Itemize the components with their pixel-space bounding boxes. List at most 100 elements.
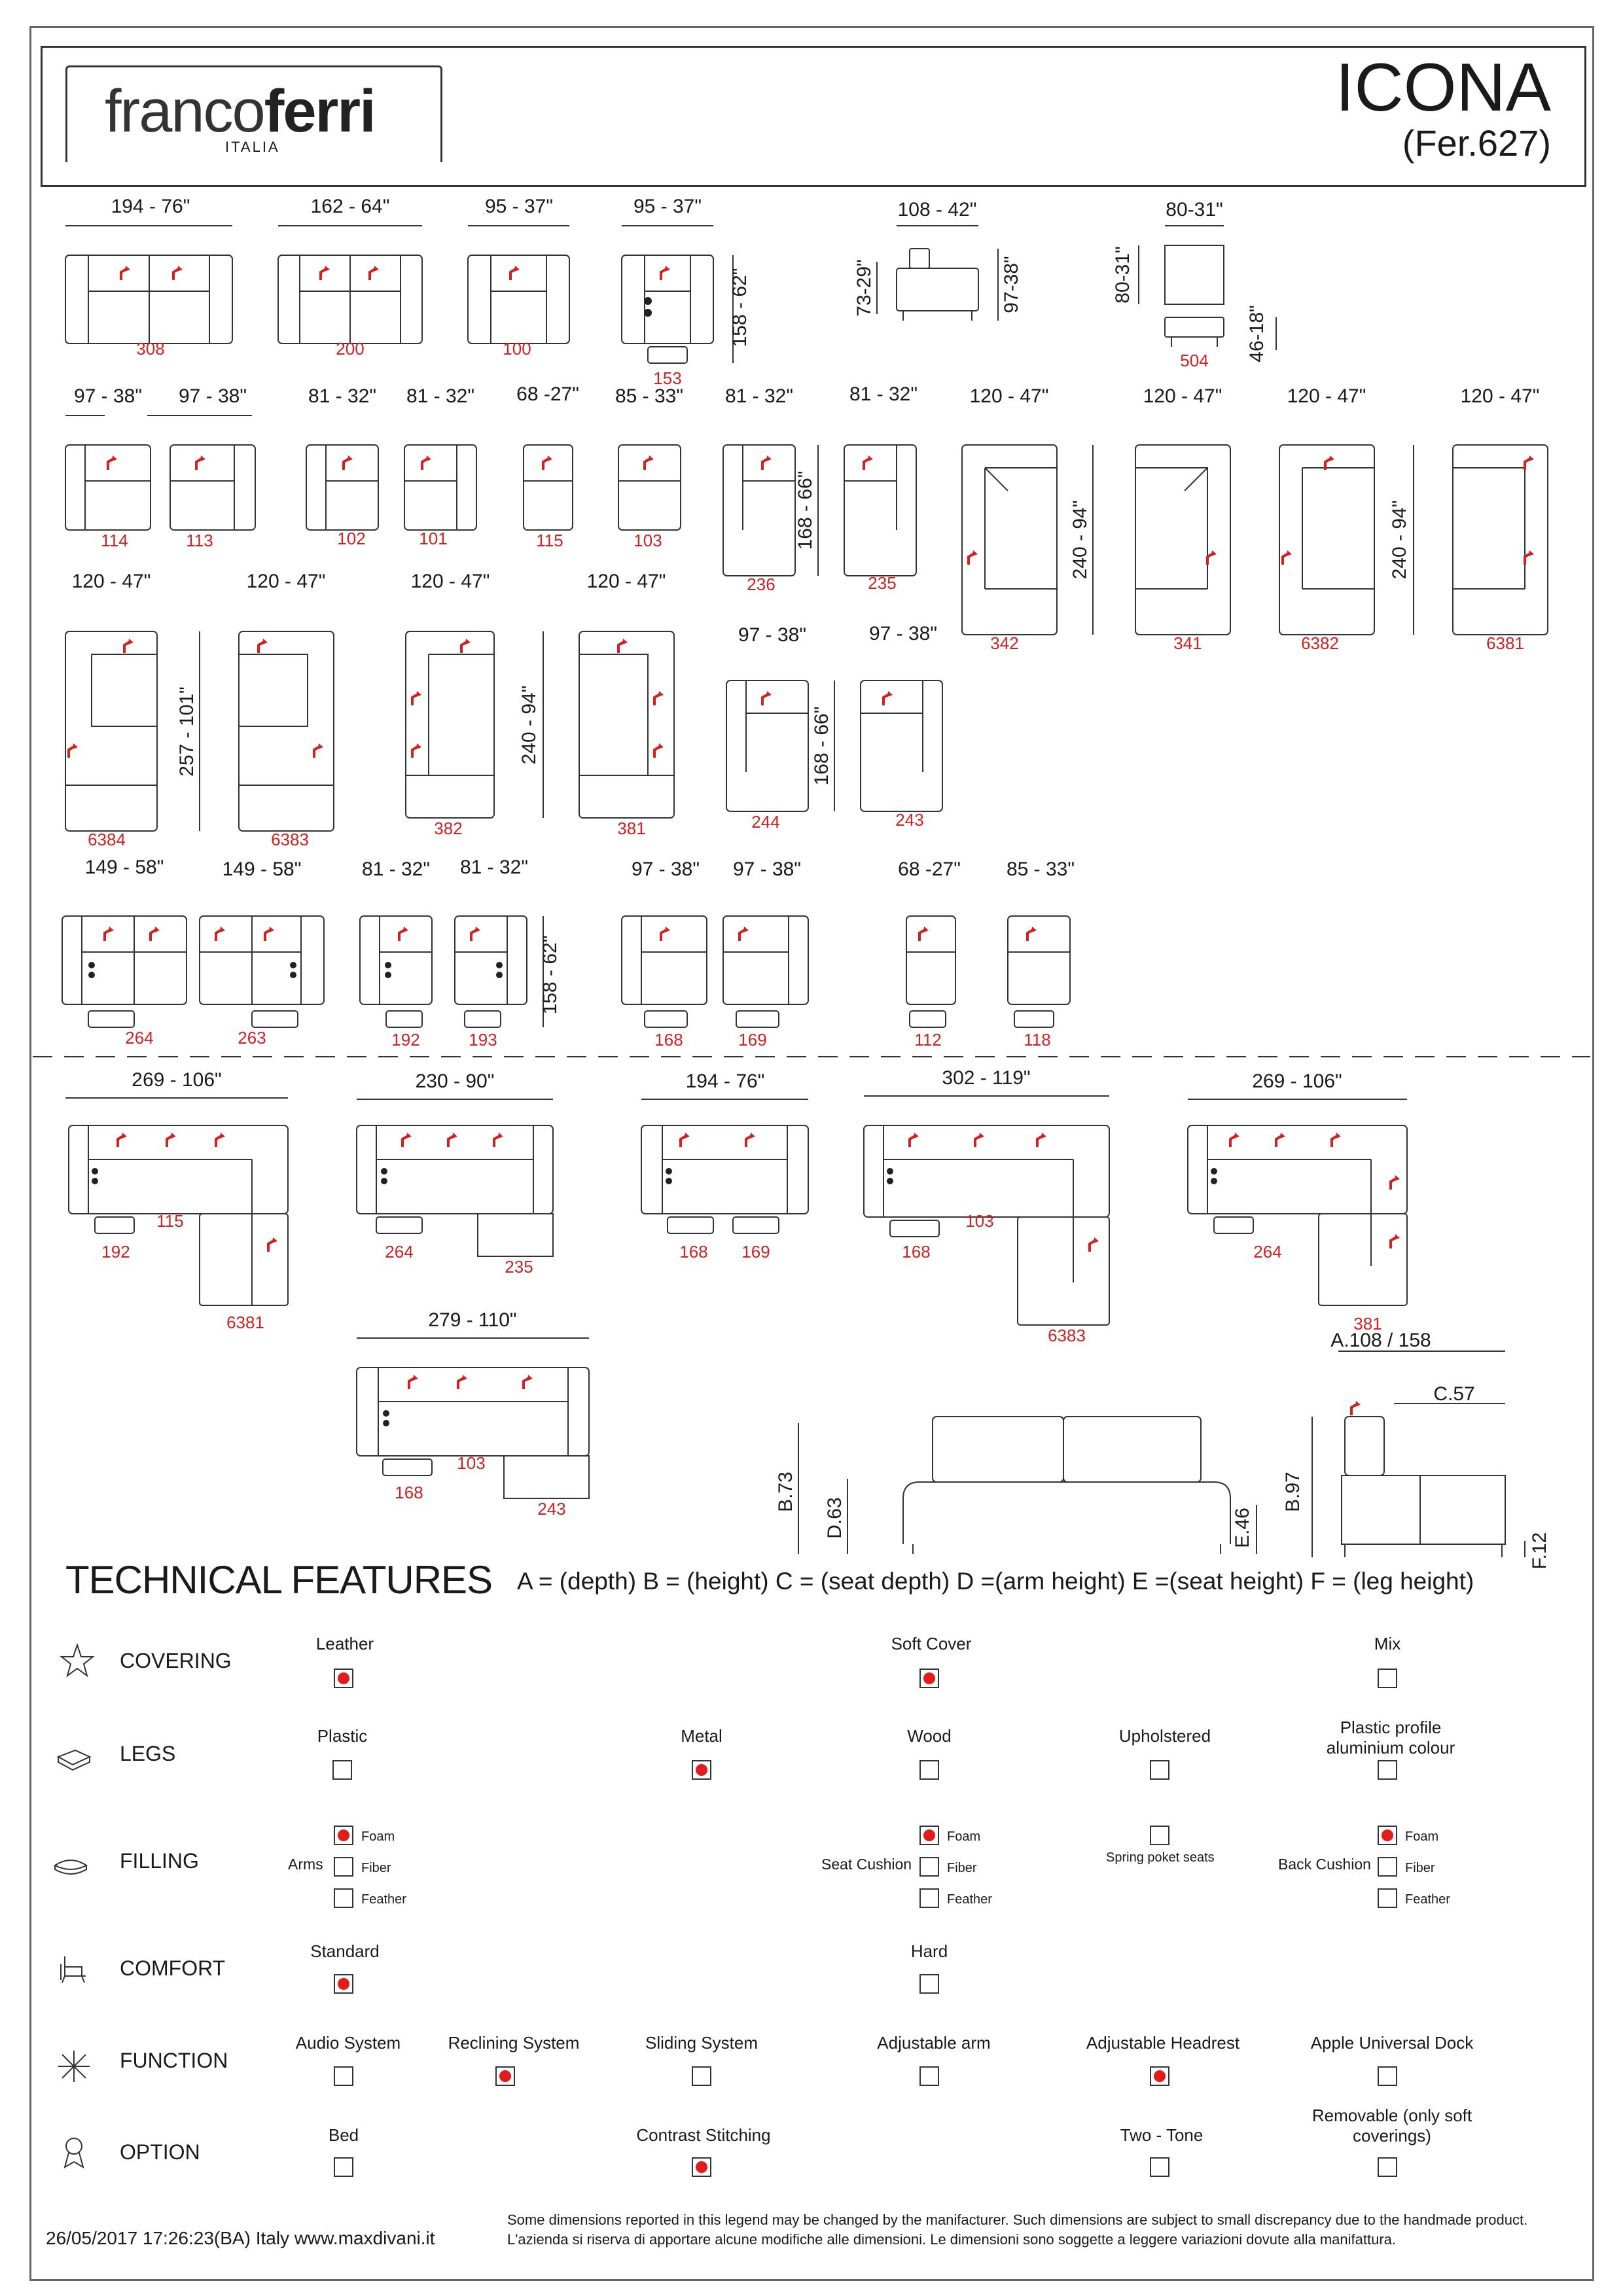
dim-342: 120 - 47" bbox=[970, 385, 1049, 407]
covering-softcover-label: Soft Cover bbox=[891, 1634, 972, 1653]
comfort-hard-checkbox[interactable] bbox=[919, 1974, 939, 1994]
dim-169: 97 - 38" bbox=[733, 858, 801, 880]
code-342: 342 bbox=[990, 633, 1018, 653]
option-removable-checkbox[interactable] bbox=[1378, 2157, 1397, 2177]
code-100: 100 bbox=[503, 339, 531, 359]
covering-mix-checkbox[interactable] bbox=[1378, 1669, 1397, 1688]
legs-upholstered-checkbox[interactable] bbox=[1150, 1760, 1169, 1780]
dim-100: 95 - 37" bbox=[485, 196, 553, 217]
function-reclining-label: Reclining System bbox=[448, 2033, 580, 2053]
legs-wood-checkbox[interactable] bbox=[919, 1760, 939, 1780]
dim-193: 81 - 32" bbox=[460, 857, 528, 878]
comfort-standard-checkbox[interactable] bbox=[334, 1974, 353, 1994]
seat-foam-checkbox[interactable] bbox=[919, 1826, 939, 1845]
legs-plastic-profile-label: Plastic profile aluminium colour bbox=[1326, 1718, 1455, 1757]
code-193: 193 bbox=[469, 1030, 497, 1050]
option-two-tone-checkbox[interactable] bbox=[1150, 2157, 1169, 2177]
code-264: 264 bbox=[125, 1028, 153, 1048]
dim-103: 85 - 33" bbox=[615, 385, 683, 407]
comp4-code-3: 6383 bbox=[1048, 1326, 1086, 1345]
dim-200: 162 - 64" bbox=[311, 196, 390, 217]
covering-softcover-checkbox[interactable] bbox=[919, 1669, 939, 1688]
dim-112: 68 -27" bbox=[898, 858, 961, 880]
option-contrast-stitching-checkbox[interactable] bbox=[692, 2157, 711, 2177]
armchair-icon bbox=[60, 1956, 86, 1983]
dim-d: D.63 bbox=[824, 1497, 846, 1538]
code-101: 101 bbox=[419, 529, 447, 548]
code-382: 382 bbox=[434, 819, 462, 838]
depth-382: 240 - 94" bbox=[518, 686, 540, 765]
dim-6382: 120 - 47" bbox=[1287, 385, 1366, 407]
technical-features-title: TECHNICAL FEATURES bbox=[65, 1558, 493, 1602]
technical-legend: A = (depth) B = (height) C = (seat depth… bbox=[517, 1568, 1474, 1595]
comp5-code-2: 381 bbox=[1353, 1314, 1382, 1333]
depth-153: 158 - 62" bbox=[729, 268, 751, 347]
arms-foam-checkbox[interactable] bbox=[334, 1826, 353, 1845]
dim-243: 97 - 38" bbox=[869, 623, 937, 645]
star-icon bbox=[60, 1642, 95, 1678]
dim-382: 120 - 47" bbox=[411, 571, 490, 592]
function-reclining-checkbox[interactable] bbox=[495, 2066, 515, 2086]
function-apple-dock-checkbox[interactable] bbox=[1378, 2066, 1397, 2086]
back-foam-checkbox[interactable] bbox=[1378, 1826, 1397, 1845]
brand-logo: francoferri bbox=[105, 78, 376, 145]
option-contrast-stitching-label: Contrast Stitching bbox=[636, 2125, 771, 2145]
covering-mix-label: Mix bbox=[1374, 1634, 1401, 1653]
legs-metal-checkbox[interactable] bbox=[692, 1760, 711, 1780]
filling-back-label: Back Cushion bbox=[1278, 1856, 1371, 1873]
footer-note-en: Some dimensions reported in this legend … bbox=[507, 2212, 1528, 2228]
function-sliding-label: Sliding System bbox=[645, 2033, 758, 2053]
comp6-code-3: 243 bbox=[537, 1499, 565, 1519]
legs-plastic-checkbox[interactable] bbox=[332, 1760, 352, 1780]
arms-fiber-label: Fiber bbox=[361, 1861, 391, 1875]
code-114: 114 bbox=[101, 531, 128, 550]
dim-6383: 120 - 47" bbox=[247, 571, 326, 592]
arms-feather-checkbox[interactable] bbox=[334, 1888, 353, 1908]
code-6381: 6381 bbox=[1486, 633, 1524, 653]
code-115: 115 bbox=[536, 531, 563, 550]
function-headrest-checkbox[interactable] bbox=[1150, 2066, 1169, 2086]
function-adjustable-arm-checkbox[interactable] bbox=[919, 2066, 939, 2086]
dim-168: 97 - 38" bbox=[632, 858, 700, 880]
dim-264: 149 - 58" bbox=[85, 857, 164, 878]
code-113: 113 bbox=[186, 531, 213, 550]
option-bed-checkbox[interactable] bbox=[334, 2157, 353, 2177]
option-removable-label: Removable (only soft coverings) bbox=[1311, 2106, 1472, 2146]
code-112: 112 bbox=[914, 1030, 941, 1050]
code-341: 341 bbox=[1173, 633, 1202, 653]
dim-118: 85 - 33" bbox=[1007, 858, 1075, 880]
function-icon bbox=[58, 2051, 90, 2082]
dim-f: F.12 bbox=[1529, 1532, 1550, 1570]
arms-fiber-checkbox[interactable] bbox=[334, 1857, 353, 1877]
code-244: 244 bbox=[751, 812, 779, 832]
dim-e: E.46 bbox=[1232, 1508, 1253, 1548]
side-height-1: 73-29" bbox=[853, 259, 875, 316]
dim-113: 97 - 38" bbox=[179, 385, 247, 407]
filling-label: FILLING bbox=[120, 1849, 199, 1873]
spring-seats-checkbox[interactable] bbox=[1150, 1826, 1169, 1845]
back-fiber-checkbox[interactable] bbox=[1378, 1857, 1397, 1877]
code-103: 103 bbox=[633, 531, 662, 550]
comp-dim-4: 302 - 119" bbox=[942, 1067, 1030, 1089]
function-label: FUNCTION bbox=[120, 2049, 228, 2072]
seat-feather-checkbox[interactable] bbox=[919, 1888, 939, 1908]
depth-243: 168 - 66" bbox=[811, 707, 832, 786]
depth-193: 158 - 62" bbox=[539, 936, 561, 1015]
dim-153: 95 - 37" bbox=[633, 196, 702, 217]
arms-foam-label: Foam bbox=[361, 1829, 395, 1844]
back-fiber-label: Fiber bbox=[1405, 1861, 1435, 1875]
option-bed-label: Bed bbox=[328, 2125, 359, 2145]
legs-metal-label: Metal bbox=[681, 1726, 722, 1746]
code-235: 235 bbox=[868, 573, 896, 593]
code-192: 192 bbox=[391, 1030, 419, 1050]
back-feather-checkbox[interactable] bbox=[1378, 1888, 1397, 1908]
function-headrest-label: Adjustable Headrest bbox=[1086, 2033, 1240, 2053]
code-169: 169 bbox=[738, 1030, 766, 1050]
function-sliding-checkbox[interactable] bbox=[692, 2066, 711, 2086]
covering-leather-checkbox[interactable] bbox=[334, 1669, 353, 1688]
function-audio-checkbox[interactable] bbox=[334, 2066, 353, 2086]
legs-plastic-profile-checkbox[interactable] bbox=[1378, 1760, 1397, 1780]
model-code: (Fer.627) bbox=[1402, 122, 1551, 164]
seat-fiber-checkbox[interactable] bbox=[919, 1857, 939, 1877]
dim-chaise: 108 - 42" bbox=[898, 199, 977, 221]
